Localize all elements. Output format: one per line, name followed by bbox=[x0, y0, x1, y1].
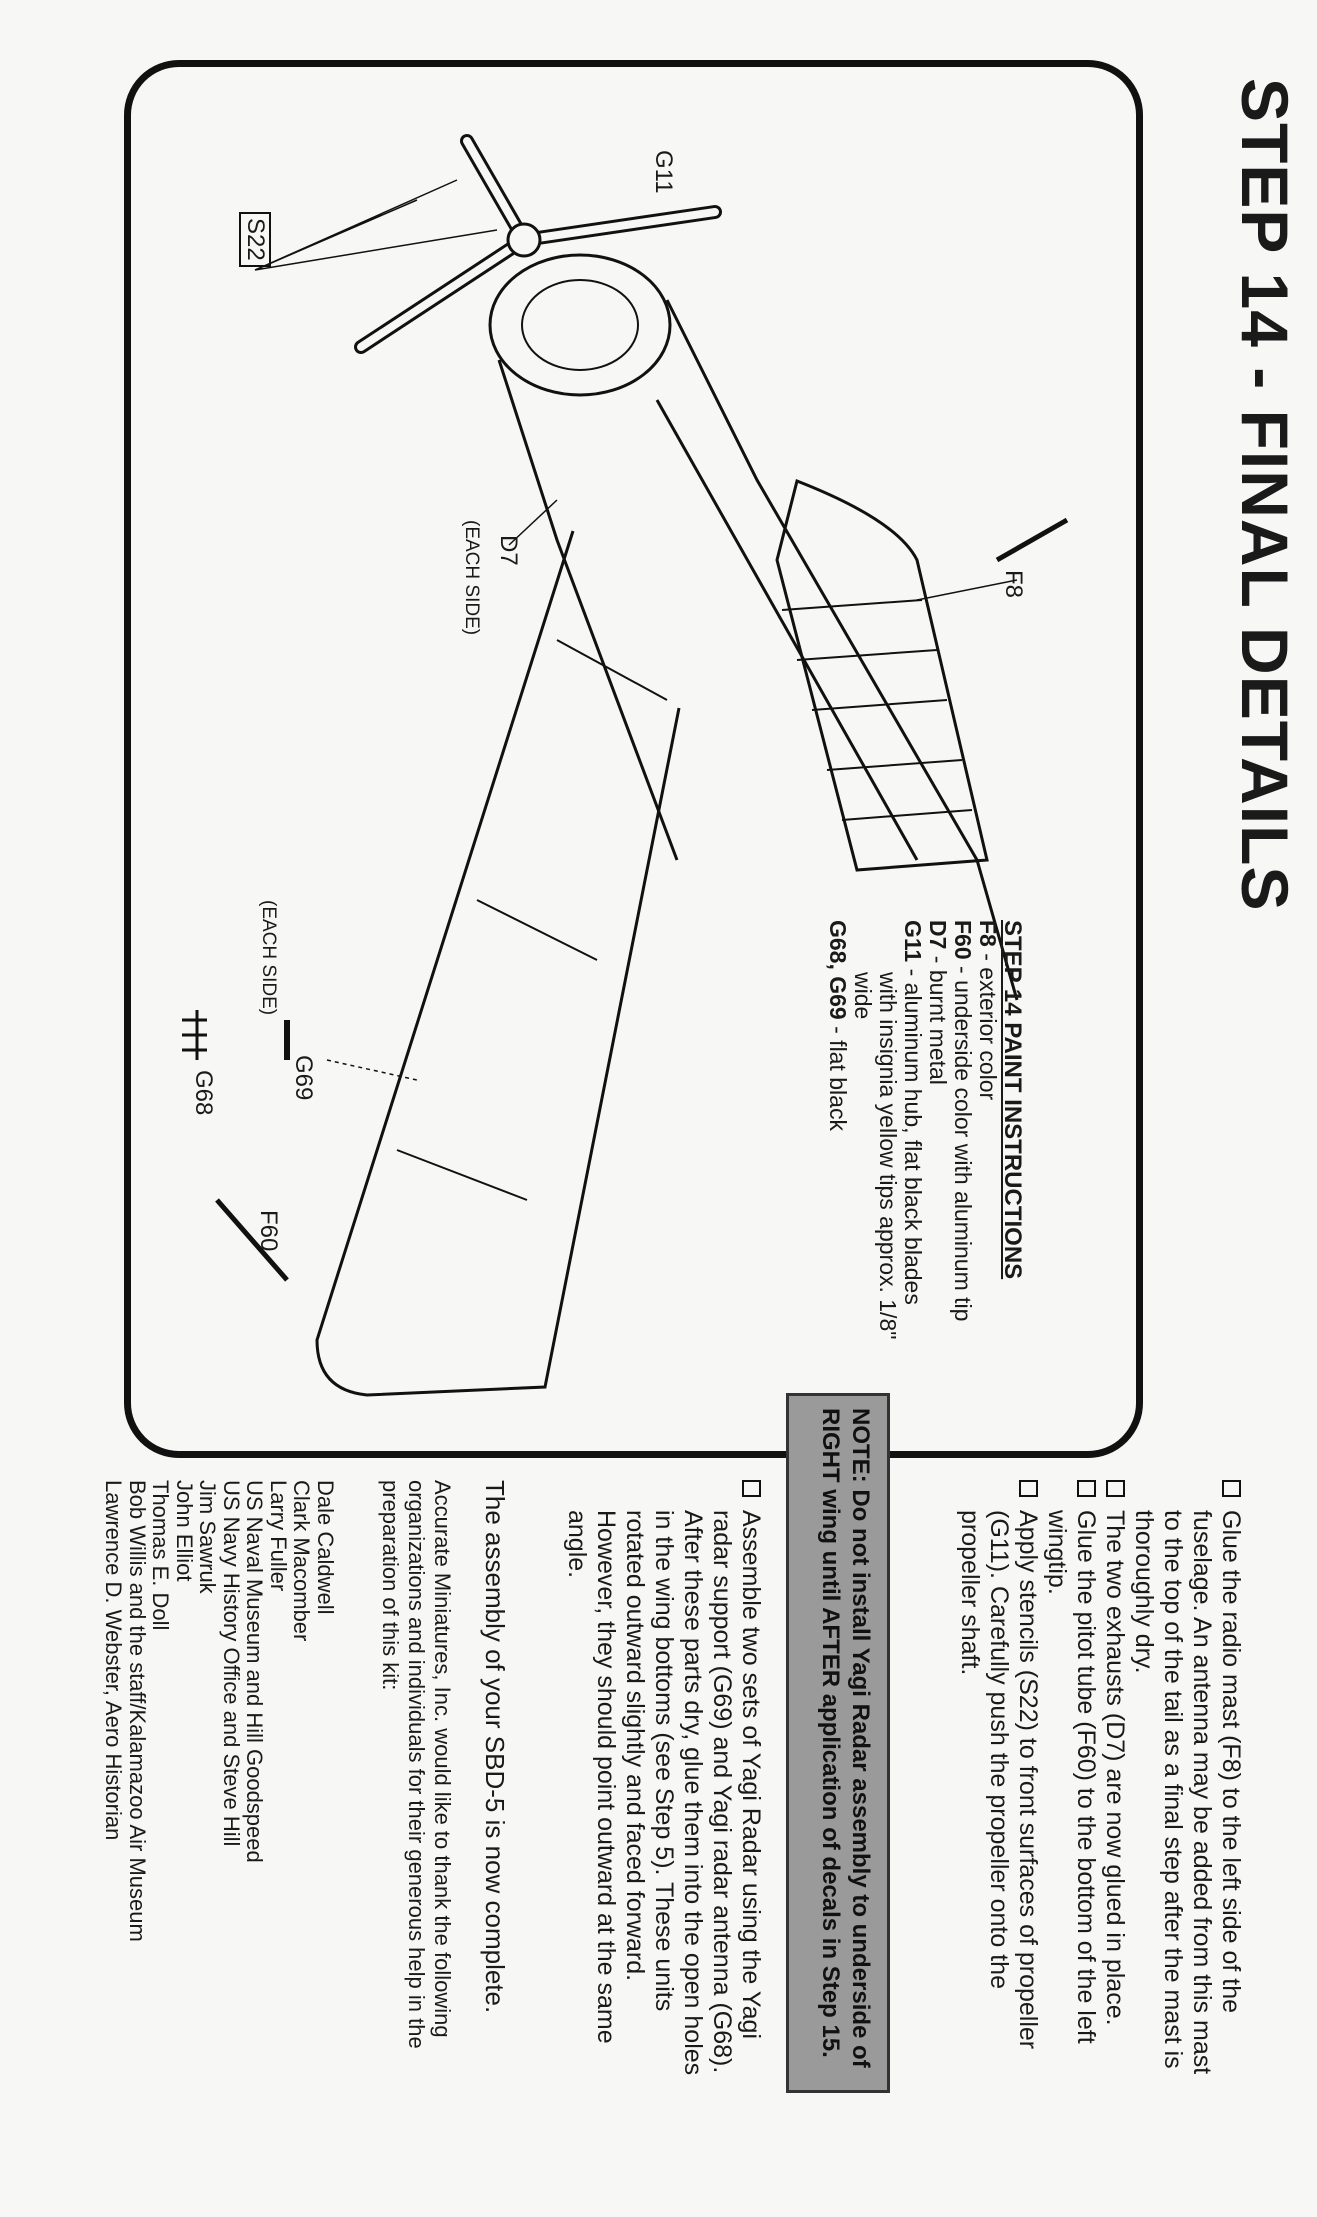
checkbox-icon[interactable] bbox=[742, 1480, 761, 1497]
paint-item: F8 - exterior color bbox=[975, 920, 1001, 1101]
credits-list: Dale Caldwell Clark Macomber Larry Fulle… bbox=[101, 1480, 339, 2120]
paint-instructions: STEP 14 PAINT INSTRUCTIONS F8 - exterior… bbox=[825, 920, 1026, 1350]
checkbox-icon[interactable] bbox=[1222, 1480, 1241, 1497]
label-f60: F60 bbox=[255, 1210, 282, 1252]
canopy bbox=[775, 478, 989, 872]
engine-cowling bbox=[488, 253, 672, 397]
paint-heading: STEP 14 PAINT INSTRUCTIONS bbox=[999, 920, 1026, 1280]
credit-item: Jim Sawruk bbox=[195, 1480, 221, 1594]
completion-text: The assembly of your SBD-5 is now comple… bbox=[480, 1480, 510, 2014]
label-s22: S22 bbox=[239, 212, 271, 267]
steps-list: Glue the radio mast (F8) to the left sid… bbox=[955, 1480, 1245, 2080]
step-checkbox-item[interactable]: Glue the pitot tube (F60) to the bottom … bbox=[1042, 1480, 1100, 2080]
fuselage bbox=[497, 299, 1019, 1001]
credit-item: Clark Macomber bbox=[289, 1480, 315, 1642]
checkbox-icon[interactable] bbox=[1077, 1480, 1096, 1497]
step-checkbox-item[interactable]: The two exhausts (D7) are now glued in p… bbox=[1100, 1480, 1129, 2080]
credit-item: Dale Caldwell bbox=[313, 1480, 338, 1615]
radio-mast-part bbox=[995, 517, 1069, 563]
checkbox-icon[interactable] bbox=[1106, 1480, 1125, 1497]
yagi-antenna-part bbox=[182, 1010, 207, 1060]
credit-item: Lawrence D. Webster, Aero Historian bbox=[101, 1480, 127, 1841]
note-box: NOTE: Do not install Yagi Radar assembly… bbox=[786, 1393, 890, 2093]
wing bbox=[315, 530, 681, 1397]
label-g69: G69 bbox=[290, 1055, 317, 1101]
credit-item: US Navy History Office and Steve Hill bbox=[219, 1480, 244, 1847]
step-checkbox-item[interactable]: Assemble two sets of Yagi Radar using th… bbox=[562, 1480, 765, 2080]
credit-item: Thomas E. Doll bbox=[148, 1480, 174, 1631]
credit-item: US Naval Museum and Hill Goodspeed bbox=[242, 1480, 268, 1863]
credit-item: John Elliot bbox=[172, 1480, 197, 1582]
label-d7: D7 bbox=[495, 535, 522, 566]
label-d7-each-side: (EACH SIDE) bbox=[461, 520, 482, 636]
step-checkbox-item[interactable]: Apply stencils (S22) to front surfaces o… bbox=[955, 1480, 1042, 2080]
label-g11: G11 bbox=[650, 150, 677, 194]
credit-item: Bob Willis and the staff/Kalamazoo Air M… bbox=[125, 1480, 150, 1942]
checkbox-icon[interactable] bbox=[1019, 1480, 1038, 1497]
yagi-step: Assemble two sets of Yagi Radar using th… bbox=[562, 1480, 765, 2080]
paint-item: F60 - underside color with aluminum tip bbox=[950, 920, 976, 1322]
label-g68: G68 bbox=[190, 1070, 217, 1116]
paint-item: G68, G69 - flat black bbox=[825, 920, 851, 1131]
pitot-tube-part bbox=[215, 1198, 289, 1282]
propeller-drawing bbox=[354, 134, 722, 354]
thanks-text: Accurate Miniatures, Inc. would like to … bbox=[378, 1480, 455, 2049]
paint-item: D7 - burnt metal bbox=[925, 920, 951, 1085]
aircraft-diagram bbox=[182, 134, 1069, 1397]
label-yagi-each-side: (EACH SIDE) bbox=[258, 900, 279, 1016]
credit-item: Larry Fuller bbox=[266, 1480, 291, 1592]
step-checkbox-item[interactable]: Glue the radio mast (F8) to the left sid… bbox=[1129, 1480, 1245, 2080]
label-f8: F8 bbox=[1000, 570, 1027, 599]
